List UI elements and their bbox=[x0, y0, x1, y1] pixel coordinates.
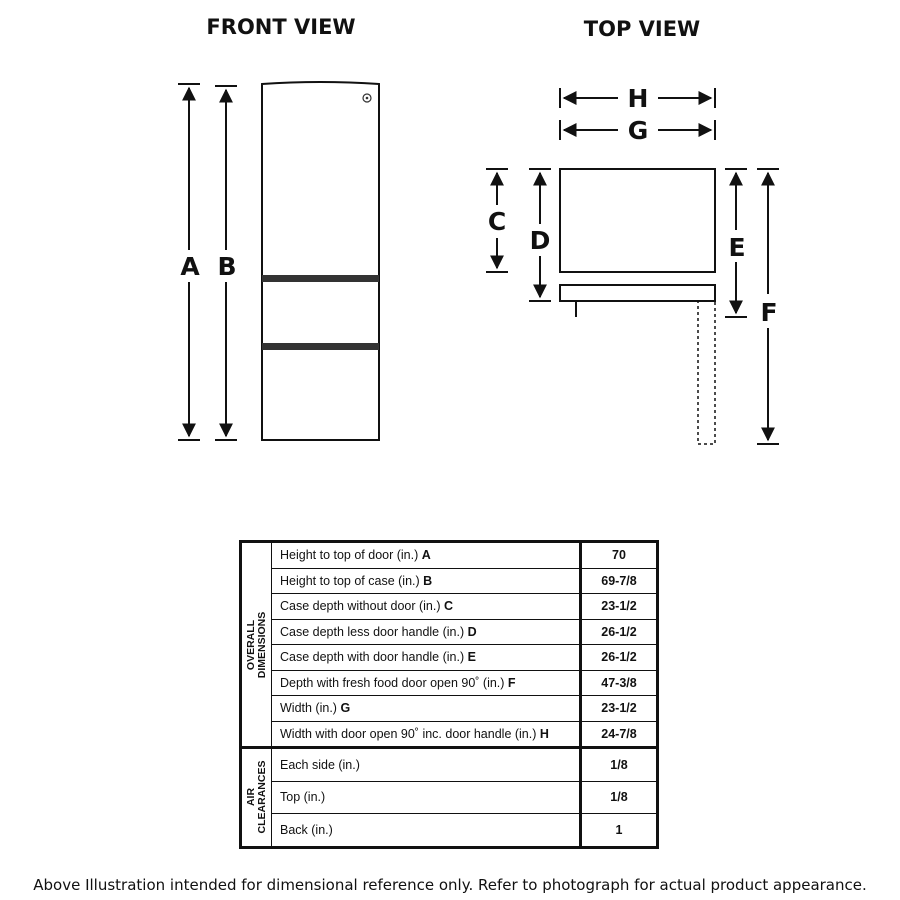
row-value: 47-3/8 bbox=[579, 669, 658, 696]
label-d: D bbox=[530, 226, 551, 255]
row-label-text: Height to top of door (in.) bbox=[280, 548, 419, 563]
row-label: Top (in.) bbox=[271, 780, 581, 814]
front-view-fridge bbox=[261, 81, 380, 441]
row-value: 70 bbox=[579, 541, 658, 569]
row-value: 26-1/2 bbox=[579, 618, 658, 645]
group-label-line: OVERALL bbox=[244, 619, 257, 670]
row-label: Back (in.) bbox=[271, 813, 581, 848]
dimension-g: G bbox=[559, 116, 716, 145]
row-label-text: Depth with fresh food door open 90˚ (in.… bbox=[280, 675, 505, 690]
row-dimension-letter: H bbox=[539, 726, 549, 741]
dimension-h: H bbox=[559, 84, 716, 113]
top-view-title: TOP VIEW bbox=[584, 17, 700, 41]
group-label-line: DIMENSIONS bbox=[255, 611, 268, 678]
label-g: G bbox=[628, 116, 649, 145]
label-c: C bbox=[488, 207, 506, 236]
row-dimension-letter: F bbox=[507, 675, 516, 690]
top-view-door bbox=[559, 284, 716, 302]
label-e: E bbox=[728, 233, 745, 262]
row-value: 1/8 bbox=[579, 746, 658, 782]
dimension-a: A bbox=[178, 83, 200, 441]
table-row: Top (in.)1/8 bbox=[241, 780, 658, 814]
row-dimension-letter: B bbox=[423, 573, 433, 588]
door-open-outline bbox=[697, 300, 716, 445]
dimension-d: D bbox=[529, 168, 551, 302]
row-label-text: Height to top of case (in.) bbox=[280, 573, 420, 588]
row-label: Case depth without door (in.) C bbox=[271, 593, 581, 620]
row-label-text: Case depth less door handle (in.) bbox=[280, 624, 465, 639]
table-row: Back (in.)1 bbox=[241, 813, 658, 848]
row-value: 69-7/8 bbox=[579, 567, 658, 594]
row-label-text: Width (in.) bbox=[280, 701, 337, 716]
dimension-b: B bbox=[215, 85, 237, 441]
row-label: Height to top of case (in.) B bbox=[271, 567, 581, 594]
row-dimension-letter: E bbox=[467, 650, 476, 665]
label-a: A bbox=[180, 252, 200, 281]
top-view-fridge bbox=[559, 168, 716, 445]
label-f: F bbox=[760, 298, 777, 327]
label-b: B bbox=[217, 252, 236, 281]
group-label-line: AIR bbox=[244, 788, 257, 807]
footnote: Above Illustration intended for dimensio… bbox=[33, 876, 867, 894]
row-dimension-letter: G bbox=[340, 701, 351, 716]
row-label: Height to top of door (in.) A bbox=[271, 541, 581, 569]
top-view-case bbox=[559, 168, 716, 273]
row-label: Width (in.) G bbox=[271, 695, 581, 722]
dimension-f: F bbox=[757, 168, 779, 445]
front-view-title: FRONT VIEW bbox=[206, 15, 355, 39]
row-label: Each side (in.) bbox=[271, 746, 581, 782]
row-label: Case depth with door handle (in.) E bbox=[271, 644, 581, 671]
row-label-text: Case depth with door handle (in.) bbox=[280, 650, 465, 665]
table-row: Width with door open 90˚ inc. door handl… bbox=[241, 720, 658, 748]
row-label: Case depth less door handle (in.) D bbox=[271, 618, 581, 645]
dimension-c: C bbox=[486, 168, 508, 273]
row-value: 1 bbox=[579, 813, 658, 848]
row-label-text: Case depth without door (in.) bbox=[280, 599, 441, 614]
row-label: Depth with fresh food door open 90˚ (in.… bbox=[271, 669, 581, 696]
table-row: Depth with fresh food door open 90˚ (in.… bbox=[241, 669, 658, 696]
row-dimension-letter: C bbox=[444, 599, 454, 614]
row-label: Width with door open 90˚ inc. door handl… bbox=[271, 720, 581, 748]
row-label-text: Width with door open 90˚ inc. door handl… bbox=[280, 726, 537, 741]
dimension-e: E bbox=[725, 168, 747, 318]
drawer-handle-lower bbox=[262, 343, 379, 350]
dimension-diagram: FRONT VIEW TOP VIEW A B bbox=[178, 15, 779, 445]
row-value: 26-1/2 bbox=[579, 644, 658, 671]
row-value: 23-1/2 bbox=[579, 695, 658, 722]
drawer-handle-upper bbox=[262, 275, 379, 282]
row-dimension-letter: A bbox=[421, 548, 431, 563]
row-dimension-letter: D bbox=[467, 624, 477, 639]
group-label-line: CLEARANCES bbox=[255, 760, 268, 834]
row-value: 23-1/2 bbox=[579, 593, 658, 620]
row-value: 1/8 bbox=[579, 780, 658, 814]
row-value: 24-7/8 bbox=[579, 720, 658, 748]
label-h: H bbox=[628, 84, 649, 113]
ge-logo-icon bbox=[362, 93, 372, 103]
